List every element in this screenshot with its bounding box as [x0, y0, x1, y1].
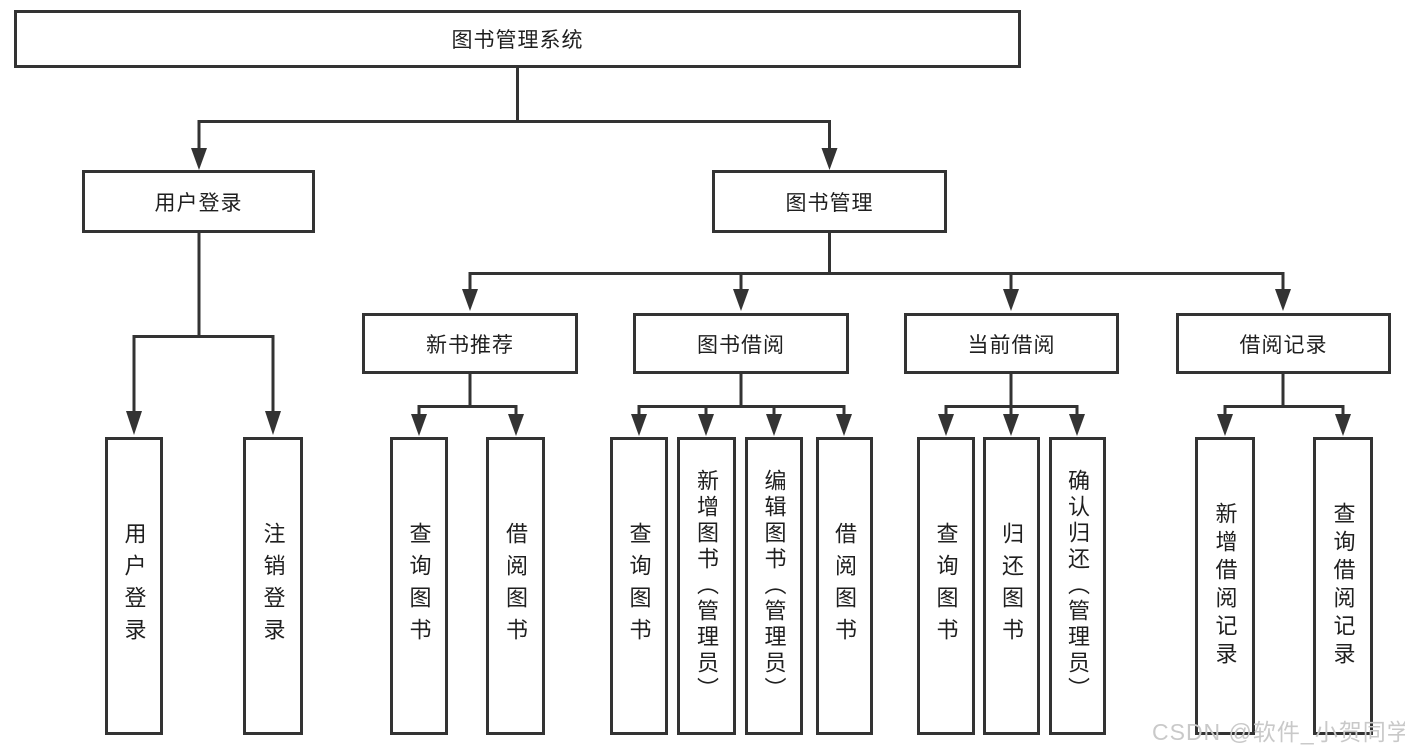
leaf-newbook-borrow-label: 借阅图书	[503, 522, 529, 650]
node-book-management: 图书管理	[712, 170, 947, 233]
node-current-borrow: 当前借阅	[904, 313, 1119, 374]
leaf-newbook-borrow: 借阅图书	[486, 437, 545, 735]
arrowhead	[821, 148, 838, 170]
leaf-current-query: 查询图书	[917, 437, 975, 735]
arrowhead	[938, 414, 954, 436]
node-new-book-recommend: 新书推荐	[362, 313, 578, 374]
arrowhead	[265, 411, 281, 435]
arrowhead	[836, 414, 852, 436]
arrowhead	[1003, 289, 1019, 311]
leaf-borrow-add-book-label: 新增图书（管理员）	[694, 469, 720, 703]
arrowhead	[1069, 414, 1085, 436]
arrowhead	[1335, 414, 1351, 436]
leaf-borrow-query-label: 查询图书	[626, 522, 652, 650]
node-user-login-label: 用户登录	[154, 191, 243, 215]
node-book-borrow-label: 图书借阅	[697, 333, 785, 357]
arrowhead	[698, 414, 714, 436]
node-root-label: 图书管理系统	[451, 29, 584, 52]
leaf-current-confirm-return: 确认归还（管理员）	[1049, 437, 1106, 735]
node-current-borrow-label: 当前借阅	[967, 333, 1056, 357]
arrowhead	[1275, 289, 1291, 311]
leaf-logout-label: 注销登录	[260, 522, 286, 650]
leaf-user-login-label: 用户登录	[121, 522, 147, 650]
node-new-book-recommend-label: 新书推荐	[426, 333, 514, 357]
leaf-borrow-borrow-book-label: 借阅图书	[832, 522, 858, 650]
leaf-newbook-query: 查询图书	[390, 437, 448, 735]
arrowhead	[411, 414, 427, 436]
leaf-current-confirm-return-label: 确认归还（管理员）	[1065, 469, 1091, 703]
leaf-record-add-label: 新增借阅记录	[1212, 502, 1238, 670]
arrowhead	[1217, 414, 1233, 436]
leaf-current-return-label: 归还图书	[999, 522, 1025, 650]
arrowhead	[126, 411, 142, 435]
leaf-logout: 注销登录	[243, 437, 303, 735]
node-borrow-records: 借阅记录	[1176, 313, 1391, 374]
arrowhead	[733, 289, 749, 311]
node-root: 图书管理系统	[14, 10, 1021, 68]
arrowhead	[1003, 414, 1019, 436]
leaf-user-login: 用户登录	[105, 437, 163, 735]
leaf-current-return: 归还图书	[983, 437, 1040, 735]
leaf-current-query-label: 查询图书	[933, 522, 959, 650]
arrowhead	[631, 414, 647, 436]
node-book-borrow: 图书借阅	[633, 313, 849, 374]
arrowhead	[191, 148, 207, 170]
leaf-borrow-borrow-book: 借阅图书	[816, 437, 873, 735]
node-borrow-records-label: 借阅记录	[1239, 333, 1328, 357]
leaf-newbook-query-label: 查询图书	[406, 522, 432, 650]
leaf-record-query: 查询借阅记录	[1313, 437, 1373, 735]
leaf-record-query-label: 查询借阅记录	[1330, 502, 1356, 670]
leaf-record-add: 新增借阅记录	[1195, 437, 1255, 735]
arrowhead	[462, 289, 478, 311]
node-book-management-label: 图书管理	[785, 191, 874, 215]
arrowhead	[766, 414, 782, 436]
arrowhead	[508, 414, 524, 436]
node-user-login: 用户登录	[82, 170, 315, 233]
csdn-watermark: CSDN @软件_小贺同学	[1152, 719, 1405, 745]
leaf-borrow-edit-book: 编辑图书（管理员）	[745, 437, 803, 735]
leaf-borrow-add-book: 新增图书（管理员）	[677, 437, 736, 735]
leaf-borrow-edit-book-label: 编辑图书（管理员）	[761, 469, 787, 703]
leaf-borrow-query: 查询图书	[610, 437, 668, 735]
